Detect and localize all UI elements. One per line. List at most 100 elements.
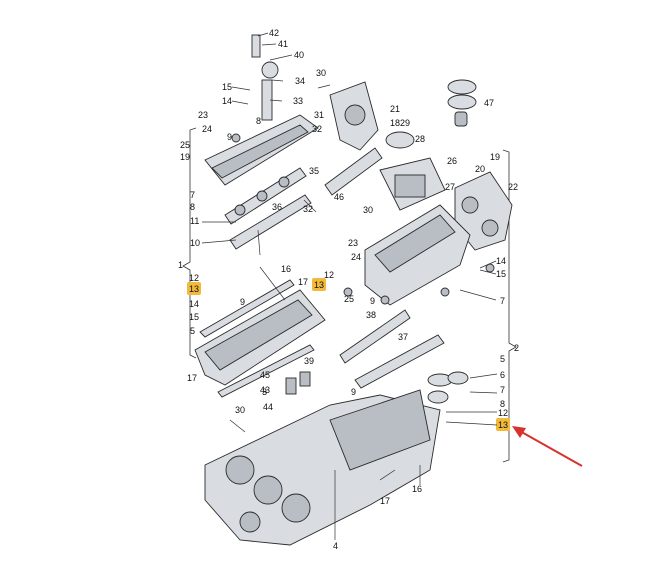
label-25b: 25 — [344, 294, 354, 304]
cylinder-head-left — [194, 289, 326, 386]
label-17b: 17 — [187, 373, 197, 383]
label-24b: 24 — [351, 252, 361, 262]
label-38: 38 — [366, 310, 376, 320]
camshaft-lower-left — [229, 194, 312, 250]
label-24: 24 — [202, 124, 212, 134]
timing-cover-upper — [329, 81, 379, 151]
label-12: 12 — [189, 273, 199, 283]
seal-ring-group — [427, 371, 469, 404]
label-19: 19 — [180, 152, 190, 162]
label-12c: 12 — [498, 408, 508, 418]
label-7: 7 — [190, 190, 195, 200]
label-26: 26 — [447, 156, 457, 166]
label-13-left: 13 — [189, 284, 199, 294]
label-23: 23 — [198, 110, 208, 120]
label-40: 40 — [294, 50, 304, 60]
label-8b: 8 — [190, 202, 195, 212]
head-gasket-left — [199, 279, 295, 338]
fuel-rail-assembly — [204, 34, 319, 186]
label-12b: 12 — [324, 270, 334, 280]
oil-filter-housing — [379, 157, 446, 211]
label-44: 44 — [263, 402, 273, 412]
label-46: 46 — [334, 192, 344, 202]
red-arrow — [512, 426, 583, 467]
label-45: 45 — [260, 370, 270, 380]
label-3: 3 — [262, 387, 267, 397]
label-37: 37 — [398, 332, 408, 342]
leader-lines — [201, 32, 498, 540]
label-13-center: 13 — [314, 280, 324, 290]
label-32b: 32 — [303, 204, 313, 214]
label-7b: 7 — [500, 296, 505, 306]
label-30b: 30 — [363, 205, 373, 215]
label-43: 43 — [260, 385, 270, 395]
filler-cap — [385, 131, 415, 149]
callout-labels: 42 41 40 30 15 34 14 33 31 23 24 9 8 32 … — [178, 28, 519, 551]
label-30c: 30 — [235, 405, 245, 415]
label-4: 4 — [333, 541, 338, 551]
label-35: 35 — [309, 166, 319, 176]
label-29: 29 — [400, 118, 410, 128]
caps-group-47 — [447, 79, 477, 127]
camshaft-right-lower — [354, 334, 445, 389]
label-15: 15 — [222, 82, 232, 92]
label-33: 33 — [293, 96, 303, 106]
label-42: 42 — [269, 28, 279, 38]
label-14: 14 — [222, 96, 232, 106]
highlight-13-right — [496, 418, 510, 431]
label-21: 21 — [390, 104, 400, 114]
label-8c: 8 — [500, 399, 505, 409]
label-16b: 16 — [412, 484, 422, 494]
right-group-bracket — [502, 149, 517, 463]
label-32: 32 — [312, 124, 322, 134]
label-10: 10 — [190, 238, 200, 248]
label-17c: 17 — [380, 496, 390, 506]
label-9c: 9 — [370, 296, 375, 306]
cylinder-head-right — [364, 204, 471, 306]
label-19b: 19 — [490, 152, 500, 162]
label-14c: 14 — [496, 256, 506, 266]
label-9b: 9 — [240, 297, 245, 307]
engine-block — [204, 389, 441, 546]
label-31: 31 — [314, 110, 324, 120]
label-25: 25 — [180, 140, 190, 150]
label-39: 39 — [304, 356, 314, 366]
gasket-strip — [324, 147, 383, 196]
label-36: 36 — [272, 202, 282, 212]
label-22: 22 — [508, 182, 518, 192]
camshaft-right-upper — [339, 309, 411, 364]
label-2: 2 — [514, 343, 519, 353]
label-34: 34 — [295, 76, 305, 86]
label-16: 16 — [281, 264, 291, 274]
label-20: 20 — [475, 164, 485, 174]
label-9d: 9 — [351, 387, 356, 397]
label-1: 1 — [178, 260, 183, 270]
label-18: 18 — [390, 118, 400, 128]
head-gasket-lower — [217, 344, 315, 398]
highlight-13-left — [187, 282, 201, 295]
label-13-right: 13 — [498, 420, 508, 430]
label-28: 28 — [415, 134, 425, 144]
label-5b: 5 — [500, 354, 505, 364]
label-6: 6 — [500, 370, 505, 380]
label-8: 8 — [256, 116, 261, 126]
left-group-bracket — [182, 127, 197, 359]
camshaft-upper — [224, 167, 307, 225]
label-30: 30 — [316, 68, 326, 78]
label-15b: 15 — [189, 312, 199, 322]
label-23b: 23 — [348, 238, 358, 248]
label-9: 9 — [227, 132, 232, 142]
label-14b: 14 — [189, 299, 199, 309]
highlight-13-center — [312, 278, 326, 291]
label-15c: 15 — [496, 269, 506, 279]
label-5: 5 — [190, 326, 195, 336]
timing-cover-right — [454, 171, 513, 251]
label-11: 11 — [190, 216, 199, 226]
label-27: 27 — [445, 182, 455, 192]
bolts — [229, 84, 495, 485]
label-47: 47 — [484, 98, 494, 108]
label-17: 17 — [298, 277, 308, 287]
label-41: 41 — [278, 39, 288, 49]
label-7c: 7 — [500, 385, 505, 395]
